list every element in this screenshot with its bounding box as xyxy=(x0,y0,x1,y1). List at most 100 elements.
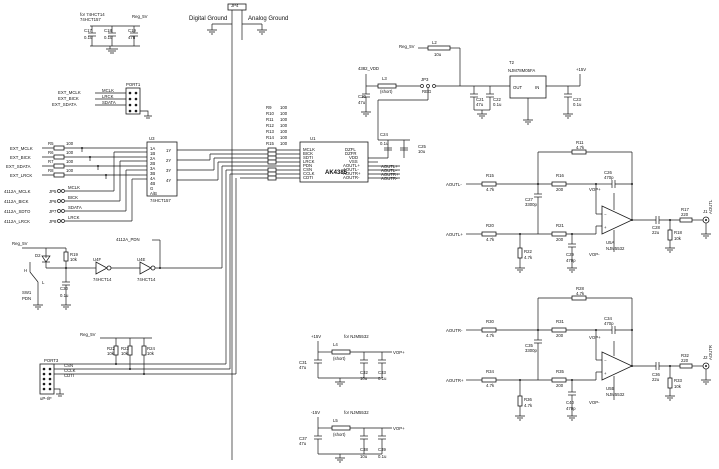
for-hct157-label: 74HCT157 xyxy=(80,17,101,22)
t2-ref: T2 xyxy=(509,60,515,65)
u5a-plus: + xyxy=(604,225,607,230)
u5b-plus: + xyxy=(604,371,607,376)
r19-ref: R19 xyxy=(70,252,78,257)
c26f-val: 470p xyxy=(604,175,614,180)
port1-connector: PORT1 MCLK LRCK SDATA EXT_MCLK EXT_BICK … xyxy=(52,82,152,119)
p15v-out-label: +15V xyxy=(576,67,586,72)
r12-val: 100 xyxy=(280,123,288,128)
r36f-ref: R36 xyxy=(524,397,532,402)
p15v-a-label: +15V xyxy=(311,334,321,339)
u1-dac-chip: U1 MCLK BICK SDTI LRCK PDN CSN CCLK CDTI… xyxy=(299,100,426,183)
r28f-val: 4.7k xyxy=(576,291,585,296)
reg5v-d2-label: Reg_5V xyxy=(12,241,28,246)
port3-label: PORT3 xyxy=(44,358,59,363)
r31f-ref: R31 xyxy=(556,319,564,324)
r24-ref: R24 xyxy=(147,346,155,351)
u1-pin-pdn: PDN xyxy=(303,163,312,168)
r35f-val: 200 xyxy=(556,383,564,388)
r32f-ref: R32 xyxy=(681,353,689,358)
d2-ref: D2 xyxy=(35,253,41,258)
u1-pin-bick: BICK xyxy=(303,151,313,156)
left-channel-filter: AOUTL- AOUTL+ R15 4.7k R16 200 R11 4.7k … xyxy=(446,140,713,273)
r34f-ref: R34 xyxy=(486,369,494,374)
r17f-val: 220 xyxy=(681,212,689,217)
c24-ref: C24 xyxy=(380,132,388,137)
r23-val: 10k xyxy=(121,351,129,356)
l3-label: (short) xyxy=(380,89,393,94)
aoutr-minus-label: AOUTR- xyxy=(446,328,463,333)
u5a-ref: U5A xyxy=(606,240,614,245)
c35f-val: 3300p xyxy=(525,348,538,353)
r15f-ref: R15 xyxy=(486,173,494,178)
c40f-ref: C40 xyxy=(566,400,574,405)
u1-pin-mclk: MCLK xyxy=(303,147,315,152)
c23-val: 0.1u xyxy=(573,102,582,107)
vop-plus-bot: VOP+ xyxy=(393,426,405,431)
port1-ext-sdata: EXT_SDATA xyxy=(52,102,77,107)
for-hct14-label: for 74HCT14 xyxy=(80,12,105,17)
bottom-supply: -15V for NJM5532 L5 (short) VOP+ C37 47u… xyxy=(299,410,405,463)
c32-ref: C32 xyxy=(360,370,368,375)
aoutr-plus-label: AOUTR+ xyxy=(446,378,464,383)
u3-pin-1a: 1A xyxy=(150,146,155,151)
l4-ref: L4 xyxy=(333,342,338,347)
r21f-val: 200 xyxy=(556,237,564,242)
j2-ref: J2 xyxy=(703,355,708,360)
r10-val: 100 xyxy=(280,111,288,116)
u3-pin-4b: 4B xyxy=(150,181,155,186)
r15f-val: 4.7k xyxy=(486,187,495,192)
r5-ref: R5 xyxy=(48,141,54,146)
r16f-ref: R16 xyxy=(556,173,564,178)
c39-val: 0.1u xyxy=(378,454,387,459)
r24-val: 10k xyxy=(147,351,155,356)
ext-sdata-label: EXT_SDATA xyxy=(6,164,31,169)
u3-pin-4y: 4Y xyxy=(166,178,171,183)
c21-ref: C21 xyxy=(476,97,484,102)
sw-l: L xyxy=(42,280,45,285)
for-njm-b-label: for NJM5532 xyxy=(344,410,369,415)
u3-part: 74HCT157 xyxy=(150,198,171,203)
mid-resistor-bank: R9 100 R10 100 R11 100 R12 100 R13 100 R… xyxy=(240,105,300,181)
ext-bick-label: EXT_BICK xyxy=(10,155,31,160)
jp6-sig: BICK xyxy=(68,195,78,200)
c28f-ref: C28 xyxy=(652,225,660,230)
u5a-part: NJM5532 xyxy=(606,246,625,251)
u1-net-aoutr-m: AOUTR- xyxy=(381,176,398,181)
c25-val: 10u xyxy=(418,149,426,154)
u4e-part: 74HCT14 xyxy=(137,277,156,282)
u4f-ref: U4F xyxy=(93,257,101,262)
u4f-part: 74HCT14 xyxy=(93,277,112,282)
r9-val: 100 xyxy=(280,105,288,110)
digital-ground-label: Digital Ground xyxy=(189,16,227,22)
c40f-val: 470p xyxy=(566,406,576,411)
u1-pin-dzfr: DZFR xyxy=(345,151,356,156)
c34f-ref: C34 xyxy=(604,316,612,321)
r35f-ref: R35 xyxy=(556,369,564,374)
l4-label: (short) xyxy=(333,356,346,361)
r8-val: 100 xyxy=(66,168,74,173)
u1-net-aoutr-p: AOUTR+ xyxy=(381,172,399,177)
vop-plus-mid: VOP+ xyxy=(393,350,405,355)
c19-val: 47u xyxy=(128,35,136,40)
u3-pin-3a: 3A xyxy=(150,166,155,171)
m15v-b-label: -15V xyxy=(311,410,320,415)
jp7-ref: JP7 xyxy=(49,209,57,214)
jumper-label: JP4 xyxy=(231,3,239,8)
c26f-ref: C26 xyxy=(604,170,612,175)
top-supply: Reg_5V L2 10u 4382_VDD L3 (short) JP3 RE… xyxy=(358,40,586,125)
jp3-ref: JP3 xyxy=(421,77,429,82)
j1-ref: J1 xyxy=(703,209,708,214)
u3-ref: U3 xyxy=(149,136,155,141)
r20f-val: 4.7k xyxy=(486,237,495,242)
r13-ref: R13 xyxy=(266,129,274,134)
u3-pin-2y: 2Y xyxy=(166,158,171,163)
l5-ref: L5 xyxy=(333,418,338,423)
r22f-ref: R22 xyxy=(524,249,532,254)
r10-ref: R10 xyxy=(266,111,274,116)
r36f-val: 4.7k xyxy=(524,403,533,408)
u1-net-aoutl-m: AOUTL- xyxy=(381,168,397,173)
c32-val: 10u xyxy=(360,376,368,381)
k4112-jumpers: 4112A_MCLK 4112A_BICK 4112A_SDTO 4112A_L… xyxy=(4,151,140,224)
r6-val: 100 xyxy=(66,150,74,155)
c21-val: 47u xyxy=(476,102,484,107)
